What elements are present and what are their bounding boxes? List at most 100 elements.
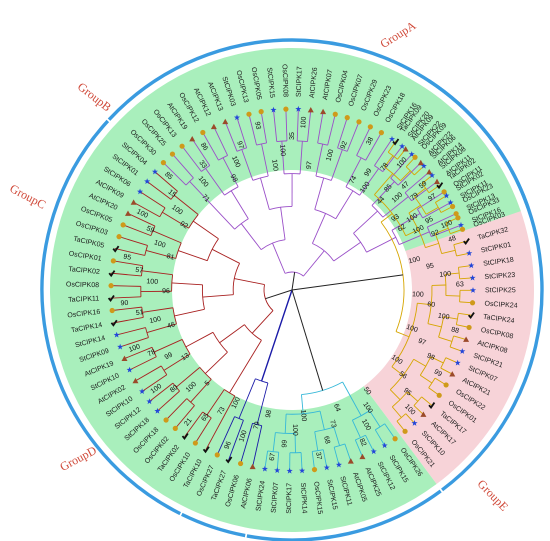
branch xyxy=(417,302,432,306)
check-marker-icon xyxy=(392,138,400,146)
branch xyxy=(160,365,168,375)
check-marker-icon xyxy=(428,402,436,410)
branch xyxy=(229,340,262,394)
branch xyxy=(314,209,336,220)
bootstrap-value: 33 xyxy=(197,160,207,170)
branch xyxy=(251,425,263,468)
branch xyxy=(132,201,160,218)
branch xyxy=(398,231,430,245)
branch xyxy=(174,405,195,430)
bootstrap-value: 99 xyxy=(164,351,174,361)
branch xyxy=(205,168,225,196)
circle-marker-icon xyxy=(258,109,264,115)
bootstrap-value: 86 xyxy=(199,142,209,152)
star-marker-icon xyxy=(323,464,330,471)
branch xyxy=(256,382,269,425)
bootstrap-value: 92 xyxy=(179,221,189,231)
branch xyxy=(438,336,453,342)
branch xyxy=(112,260,143,267)
circle-marker-icon xyxy=(108,283,114,289)
branch xyxy=(389,389,401,401)
bootstrap-value: 98 xyxy=(426,352,436,362)
bootstrap-value: 78 xyxy=(147,349,157,359)
bootstrap-value: 95 xyxy=(402,387,413,397)
branch xyxy=(248,113,257,146)
bootstrap-value: 95 xyxy=(123,253,132,261)
triangle-marker-icon xyxy=(359,453,366,460)
branch xyxy=(281,141,285,174)
branch xyxy=(111,306,142,312)
circle-marker-icon xyxy=(283,106,289,112)
branch xyxy=(174,308,205,317)
branch xyxy=(194,417,212,445)
circle-marker-icon xyxy=(344,115,350,121)
branch xyxy=(417,190,446,210)
branch xyxy=(252,175,269,181)
branch xyxy=(165,398,188,422)
star-marker-icon xyxy=(113,331,120,338)
branch xyxy=(184,411,204,438)
branch xyxy=(272,432,276,452)
branch xyxy=(145,250,176,259)
branch xyxy=(123,346,153,360)
group-outer-arcs xyxy=(40,38,544,541)
tree-branches xyxy=(110,108,475,472)
triangle-marker-icon xyxy=(307,106,314,113)
branch xyxy=(216,416,236,456)
branch xyxy=(317,142,328,146)
branch xyxy=(228,420,244,461)
branch xyxy=(205,395,236,451)
branch xyxy=(128,356,157,371)
leaf-label: OsCIPK15 xyxy=(312,481,323,515)
bootstrap-value: 56 xyxy=(398,370,409,380)
circle-marker-icon xyxy=(116,234,122,240)
groupd-arc xyxy=(40,119,182,516)
check-marker-icon xyxy=(202,446,210,454)
star-marker-icon xyxy=(299,467,306,474)
branch xyxy=(356,125,372,156)
leaf-label: OsCIPK08 xyxy=(281,64,289,97)
branch xyxy=(337,116,348,149)
bootstrap-value: 100 xyxy=(412,291,424,298)
branch xyxy=(391,366,404,376)
branch xyxy=(284,271,304,277)
groupc-root-branch xyxy=(260,289,293,382)
star-marker-icon xyxy=(381,442,388,449)
branch xyxy=(206,389,225,416)
star-marker-icon xyxy=(454,359,461,366)
branch xyxy=(420,374,433,384)
branch xyxy=(314,431,319,451)
bootstrap-value: 100 xyxy=(135,208,149,220)
branch xyxy=(366,236,396,253)
circle-marker-icon xyxy=(169,151,176,157)
branch xyxy=(371,181,395,206)
branch xyxy=(397,161,422,186)
bootstrap-value: 99 xyxy=(433,368,443,378)
star-marker-icon xyxy=(146,398,153,405)
bootstrap-value: 71 xyxy=(200,193,211,204)
star-marker-icon xyxy=(139,388,146,395)
branch xyxy=(374,138,393,166)
star-marker-icon xyxy=(270,106,277,113)
bootstrap-value: 51 xyxy=(135,309,144,317)
branch xyxy=(190,379,212,403)
leaf-label: AtCIPK26 xyxy=(309,67,319,98)
branch xyxy=(375,423,385,431)
branch xyxy=(353,210,378,234)
circle-marker-icon xyxy=(441,189,447,195)
branch xyxy=(272,242,286,274)
triangle-marker-icon xyxy=(320,108,327,115)
branch xyxy=(443,316,458,320)
branch xyxy=(224,186,239,196)
branch xyxy=(153,170,178,192)
branch xyxy=(335,190,354,220)
leaf-label: StCIPK23 xyxy=(484,272,515,281)
branch xyxy=(431,224,463,237)
bootstrap-value: 93 xyxy=(253,121,261,130)
branch xyxy=(191,137,211,166)
branch xyxy=(391,303,418,368)
branch xyxy=(441,249,456,255)
bootstrap-value: 85 xyxy=(163,171,174,181)
circle-marker-icon xyxy=(466,324,472,331)
circle-marker-icon xyxy=(179,143,185,149)
